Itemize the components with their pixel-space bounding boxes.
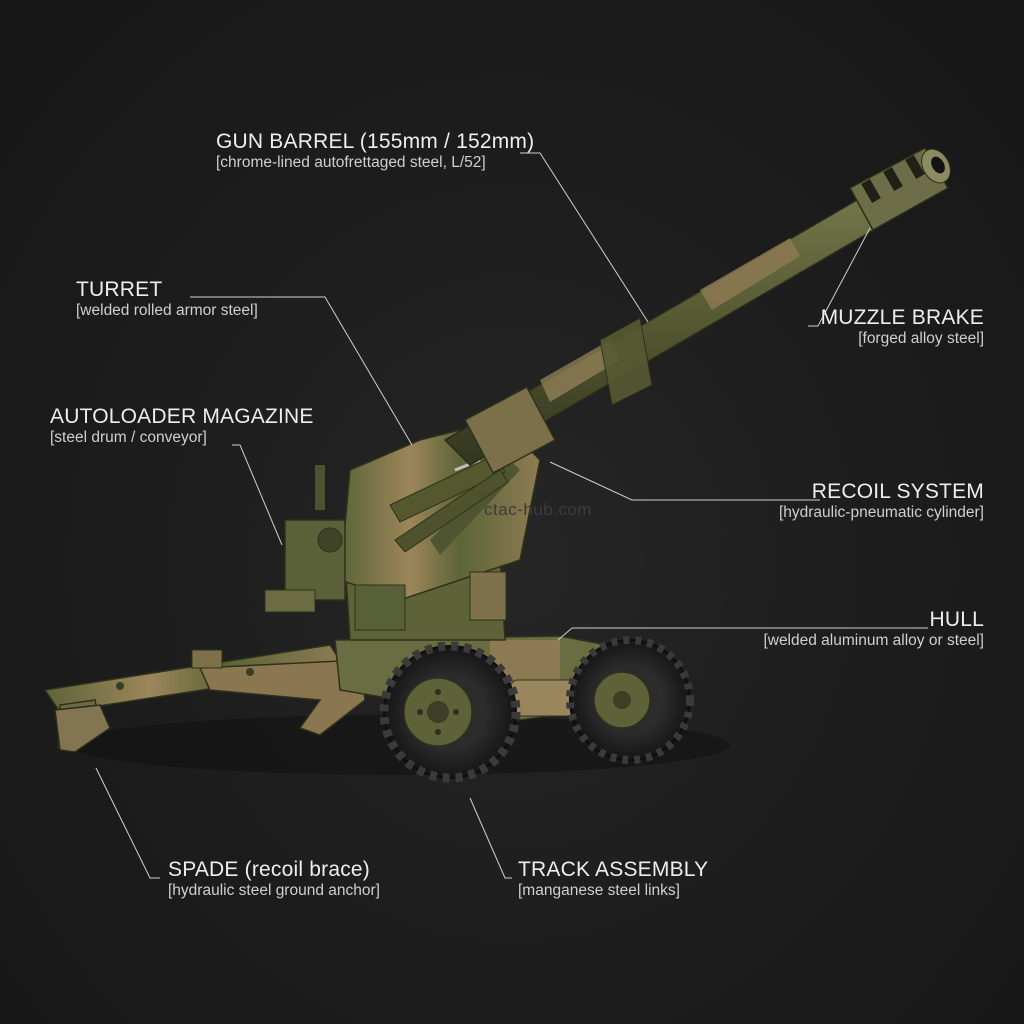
callout-turret: TURRET [welded rolled armor steel] <box>76 278 258 320</box>
spade <box>54 704 111 753</box>
callout-gun-barrel: GUN BARREL (155mm / 152mm) [chrome-lined… <box>216 130 534 172</box>
callout-spade: SPADE (recoil brace) [hydraulic steel gr… <box>168 858 380 900</box>
callout-subtitle: [steel drum / conveyor] <box>50 429 207 447</box>
callout-subtitle: [hydraulic steel ground anchor] <box>168 882 380 900</box>
callout-title: SPADE (recoil brace) <box>168 858 371 881</box>
leader-autoloader <box>232 444 283 546</box>
callout-subtitle: [hydraulic-pneumatic cylinder] <box>778 504 984 522</box>
leader-turret <box>190 296 413 446</box>
callout-autoloader: AUTOLOADER MAGAZINE [steel drum / convey… <box>50 405 314 447</box>
callout-title: HULL <box>929 608 984 631</box>
wheel-rear <box>566 636 694 764</box>
callout-subtitle: [forged alloy steel] <box>858 330 984 348</box>
leader-track-assembly <box>469 797 512 879</box>
callout-muzzle-brake: MUZZLE BRAKE [forged alloy steel] <box>821 306 984 348</box>
callout-subtitle: [chrome-lined autofrettaged steel, L/52] <box>216 154 486 172</box>
gun-barrel <box>443 171 927 474</box>
autoloader <box>264 465 346 613</box>
callout-subtitle: [welded aluminum alloy or steel] <box>763 632 984 650</box>
callout-recoil-system: RECOIL SYSTEM [hydraulic-pneumatic cylin… <box>779 480 984 522</box>
muzzle-brake <box>848 146 951 232</box>
callout-title: AUTOLOADER MAGAZINE <box>50 405 314 428</box>
leader-recoil-system <box>549 461 820 501</box>
callout-track-assembly: TRACK ASSEMBLY [manganese steel links] <box>518 858 708 900</box>
callout-title: GUN BARREL (155mm / 152mm) <box>216 130 535 153</box>
leader-muzzle-brake <box>808 227 871 327</box>
leader-hull <box>557 627 928 641</box>
leader-spade <box>95 767 160 879</box>
watermark: ctac-hub.com <box>484 500 593 519</box>
wheel-front <box>379 641 521 783</box>
callout-title: MUZZLE BRAKE <box>820 306 984 329</box>
callout-title: TRACK ASSEMBLY <box>518 858 709 881</box>
callout-hull: HULL [welded aluminum alloy or steel] <box>763 608 984 650</box>
callout-title: TURRET <box>76 278 163 301</box>
leader-lines <box>95 152 928 879</box>
leader-gun-barrel <box>520 152 649 323</box>
callout-subtitle: [welded rolled armor steel] <box>76 302 258 320</box>
callout-title: RECOIL SYSTEM <box>811 480 984 503</box>
callout-subtitle: [manganese steel links] <box>518 882 680 900</box>
recoil-system <box>389 454 509 553</box>
